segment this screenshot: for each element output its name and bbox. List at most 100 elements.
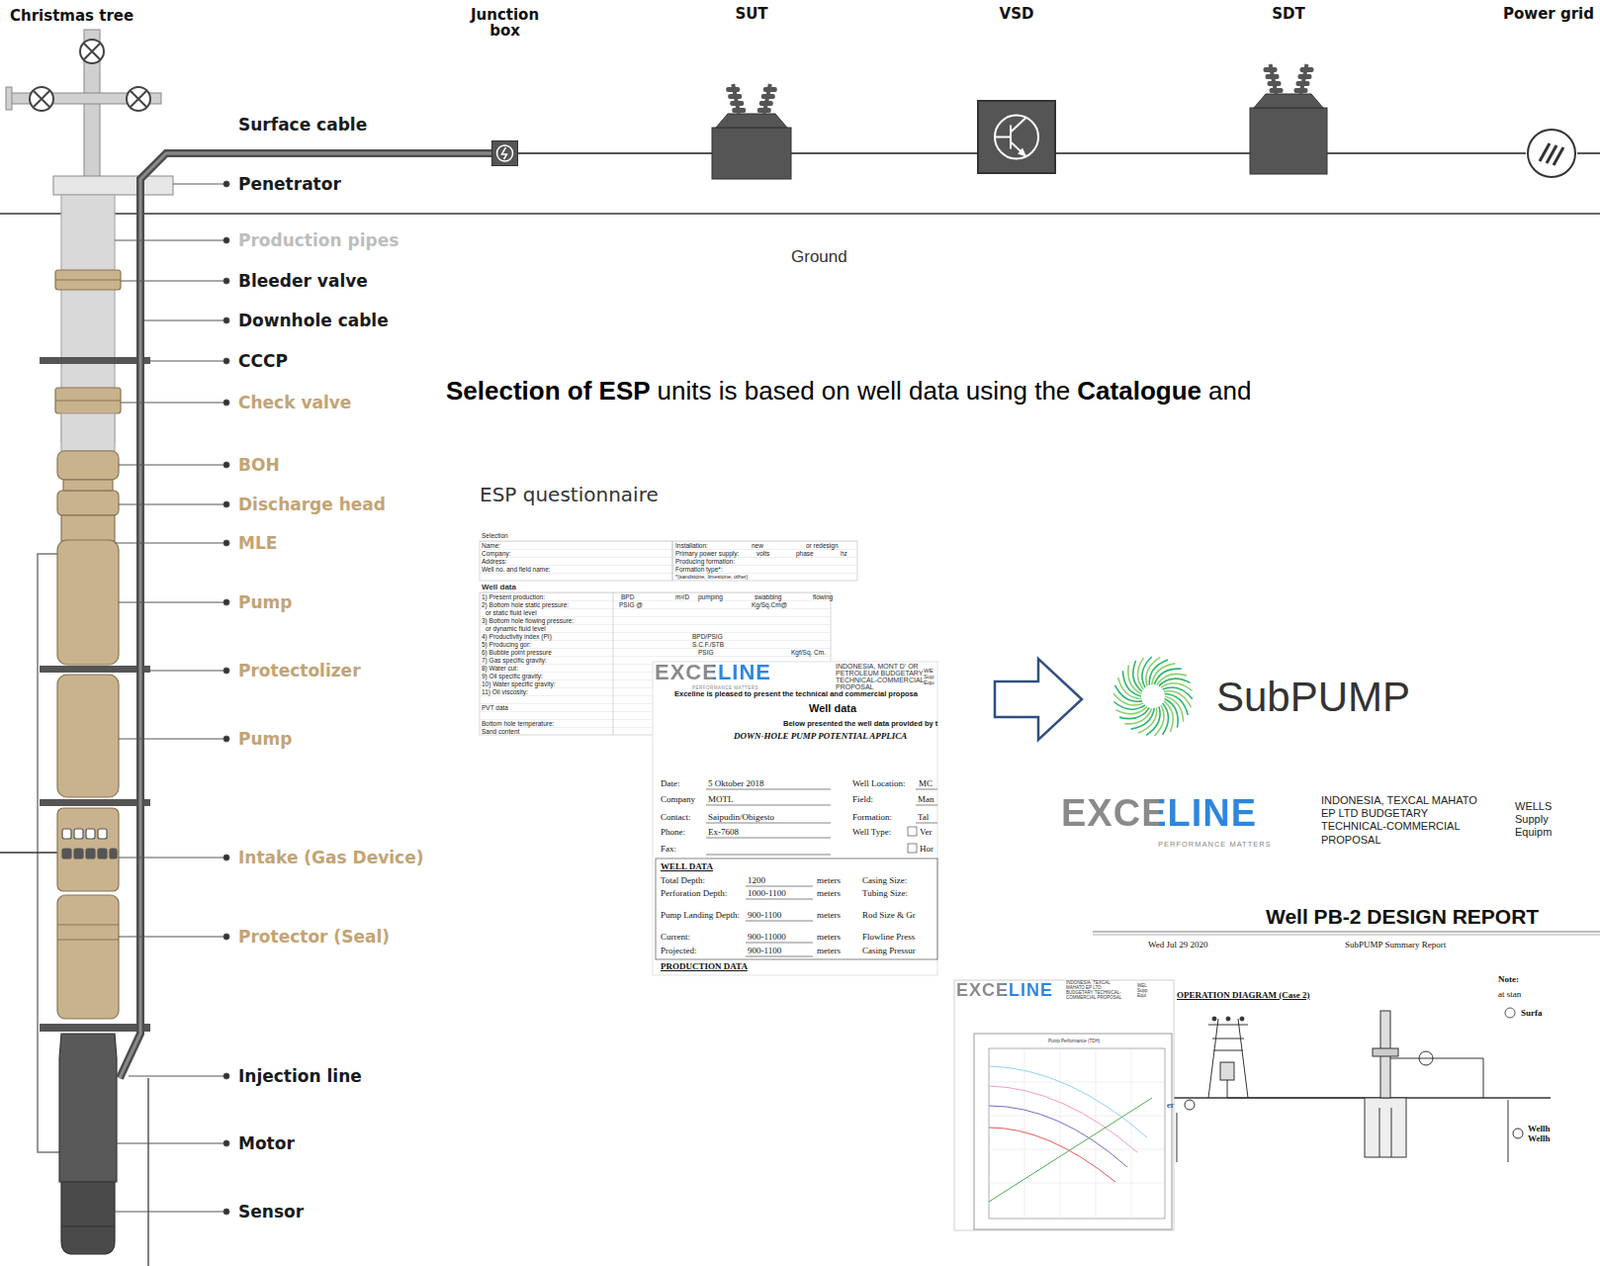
document-text: 9) Oil specific gravity: — [481, 672, 543, 680]
part-label: Protectolizer — [238, 660, 361, 681]
block-arrow — [994, 658, 1082, 740]
document-text: WELLS Supply Equipm — [1514, 800, 1552, 840]
equipment-label: SDT — [1271, 6, 1306, 23]
questionnaire-sheet-part — [672, 540, 858, 581]
transformer-icon-part — [1270, 64, 1277, 94]
document-text: Company — [660, 794, 696, 804]
part-label: Production pipes — [238, 230, 399, 251]
surface-cable-line — [1056, 152, 1250, 155]
leader-lines-part — [223, 933, 230, 940]
part-label: Check valve — [238, 392, 352, 413]
leader-lines-part — [223, 1140, 230, 1147]
document-text: Installation: — [675, 541, 709, 549]
equipment-label: Junction box — [470, 7, 539, 40]
document-text: swabbing — [754, 593, 782, 601]
part-label: Christmas tree — [9, 6, 134, 25]
power-grid-icon-part — [1539, 143, 1564, 166]
document-text: Well no. and field name: — [481, 565, 551, 573]
equipment-label: Power grid — [1503, 6, 1595, 23]
sentence-text: and — [1208, 375, 1251, 407]
leader-lines-part — [223, 667, 230, 674]
leader-lines-part — [150, 670, 224, 672]
leader-lines-part — [150, 360, 224, 362]
document-text: SubPUMP Summary Report — [1344, 939, 1446, 950]
proposal-sheet-part-part — [745, 886, 813, 888]
document-text: Perforation Depth: — [660, 888, 727, 898]
leader-lines-part — [118, 936, 224, 938]
proposal-sheet-part — [655, 789, 938, 960]
document-text: BPD/PSIG — [692, 632, 723, 640]
leader-lines-part — [223, 461, 230, 468]
ground-line-part — [0, 212, 1600, 215]
esp-string — [39, 194, 151, 1254]
selection-sentence: Selection of ESPunits is based on well d… — [445, 375, 1251, 407]
document-text: Well data — [808, 702, 857, 714]
esp-string-part-part — [109, 848, 117, 859]
leader-lines-part — [114, 1211, 224, 1213]
esp-string-part-part — [74, 828, 84, 839]
operation-diagram-part — [1212, 1016, 1217, 1021]
leader-lines-part — [223, 501, 230, 508]
chart-sheet-part — [988, 1048, 1165, 1219]
esp-string-part — [57, 894, 119, 1019]
leader-lines-part — [173, 183, 224, 185]
document-text: Phone: — [660, 826, 686, 837]
operation-diagram-part — [1240, 1016, 1245, 1021]
operation-diagram-part — [1391, 1107, 1393, 1157]
document-text: meters — [816, 875, 841, 886]
document-text: Wed Jul 29 2020 — [1148, 939, 1209, 950]
leader-lines-part — [144, 320, 224, 322]
christmas-tree-part — [33, 90, 50, 107]
document-text: *(sandstone, limestone, other) — [675, 573, 748, 580]
power-cable-part — [119, 153, 492, 1078]
operation-diagram-part — [1379, 1107, 1381, 1157]
document-text: Well Location: — [852, 778, 906, 789]
esp-string-part — [55, 278, 121, 280]
esp-string-part-part — [62, 828, 72, 839]
subpump-logo-part — [1113, 701, 1146, 710]
subpump-logo — [1113, 656, 1193, 736]
leader-lines-part — [118, 857, 224, 859]
proposal-sheet-part-part — [655, 858, 938, 960]
esp-string-part — [57, 807, 119, 891]
document-text: BPD — [621, 593, 634, 601]
chart-sheet-part-part — [988, 1085, 1138, 1153]
heading: ESP questionnaire — [479, 482, 659, 507]
chart-sheet-part-part — [988, 1127, 1116, 1182]
esp-string-part — [39, 799, 151, 806]
document-text: Pump Performance (TDH) — [1048, 1038, 1100, 1044]
transformer-icon — [711, 76, 792, 179]
document-text: DOWN-HOLE PUMP POTENTIAL APPLICA — [733, 730, 907, 741]
vsd-icon — [977, 99, 1057, 175]
proposal-sheet-part-part — [706, 837, 831, 839]
document-text: meters — [816, 945, 841, 956]
equipment-node: SDT — [1249, 41, 1328, 175]
document-text: Kgf/Sq. Cm. — [791, 648, 826, 656]
operation-diagram-part — [1512, 1128, 1523, 1139]
transformer-icon-part — [1253, 93, 1324, 108]
esp-string-part — [59, 1033, 117, 1182]
injection-line-part — [0, 851, 58, 854]
operation-diagram-part — [1364, 1097, 1407, 1157]
leader-lines-part — [118, 602, 224, 604]
junction-box-icon-part — [492, 141, 519, 167]
document-text: Contact: — [660, 811, 692, 822]
leader-lines-part — [223, 277, 230, 284]
subpump-logo-part — [1160, 683, 1193, 692]
document-text: Current: — [660, 931, 691, 942]
leader-lines-part — [223, 1208, 230, 1215]
ground-line-part — [1577, 152, 1600, 155]
document-text: 5) Producing gor: — [481, 640, 532, 648]
document-text: 900-1100 — [747, 945, 782, 956]
surface-cable-line — [1327, 152, 1526, 155]
document-text: Well PB-2 DESIGN REPORT — [1265, 904, 1539, 929]
sentence-text: units is based on well data using the — [657, 375, 1071, 407]
document-text: Projected: — [660, 945, 698, 956]
part-label: Bleeder valve — [238, 270, 368, 291]
document-text: 2) Bottom hole static pressure: — [481, 601, 569, 609]
document-text: 900-1100 — [747, 909, 782, 920]
part-label: MLE — [238, 533, 277, 553]
document-text: flowing — [812, 593, 833, 601]
document-text: 11) Oil viscosity: — [481, 688, 529, 696]
